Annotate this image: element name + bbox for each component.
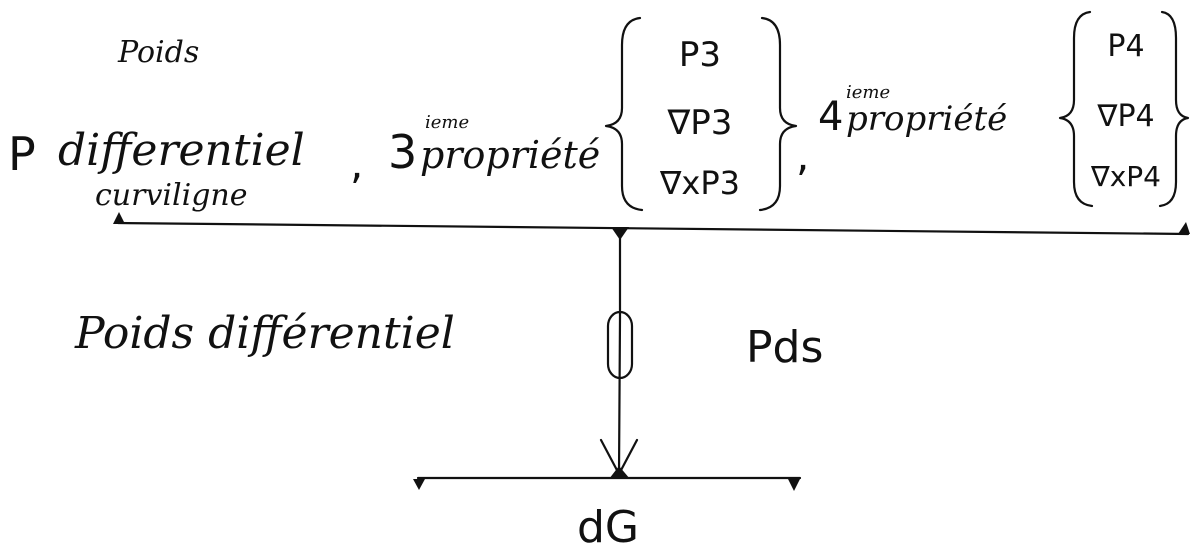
property-4-item-grad-p4: ∇P4 <box>1096 99 1154 134</box>
fourth-property-number: 4 <box>818 94 843 140</box>
third-property-superscript: ieme <box>425 112 469 133</box>
differentiel-label-top: differentiel <box>58 125 305 176</box>
bottom-line-junction-marker <box>609 466 630 479</box>
property-3-right-brace <box>758 16 798 212</box>
fourth-property-word: propriété <box>846 99 1007 139</box>
property-3-item-p3: P3 <box>679 35 721 75</box>
property-4-item-curl-p4: ∇xP4 <box>1090 160 1161 193</box>
comma-1: , <box>350 139 363 188</box>
bottom-line-right-marker <box>788 479 800 491</box>
third-property-number: 3 <box>388 125 417 179</box>
top-horizontal-line <box>116 221 1190 236</box>
property-3-left-brace <box>604 16 644 212</box>
p-symbol: P <box>8 127 36 181</box>
curviligne-label: curviligne <box>95 178 247 213</box>
property-4-item-p4: P4 <box>1107 29 1144 64</box>
property-3-brace-set: P3 ∇P3 ∇xP3 <box>604 16 798 212</box>
vertical-connector-bottom <box>617 316 622 476</box>
property-4-right-brace <box>1158 10 1190 208</box>
fourth-property-superscript: ieme <box>846 82 890 103</box>
bottom-line-left-marker <box>413 479 425 490</box>
top-line-left-marker <box>113 212 125 224</box>
property-3-item-curl-p3: ∇xP3 <box>659 164 740 202</box>
fourth-property-label: 4 ieme propriété <box>818 82 1007 140</box>
third-property-word: propriété <box>420 133 600 177</box>
poids-differentiel-label: Poids différentiel <box>74 308 455 359</box>
third-property-label: 3 ieme propriété <box>388 112 600 179</box>
comma-2: , <box>796 131 809 180</box>
poids-label-top: Poids <box>117 35 199 70</box>
dg-label: dG <box>577 502 639 553</box>
property-3-item-grad-p3: ∇P3 <box>667 103 733 143</box>
property-4-left-brace <box>1058 10 1094 208</box>
property-4-brace-set: P4 ∇P4 ∇xP4 <box>1058 10 1190 208</box>
pds-label: Pds <box>746 322 823 373</box>
top-line-right-marker <box>1178 222 1190 234</box>
